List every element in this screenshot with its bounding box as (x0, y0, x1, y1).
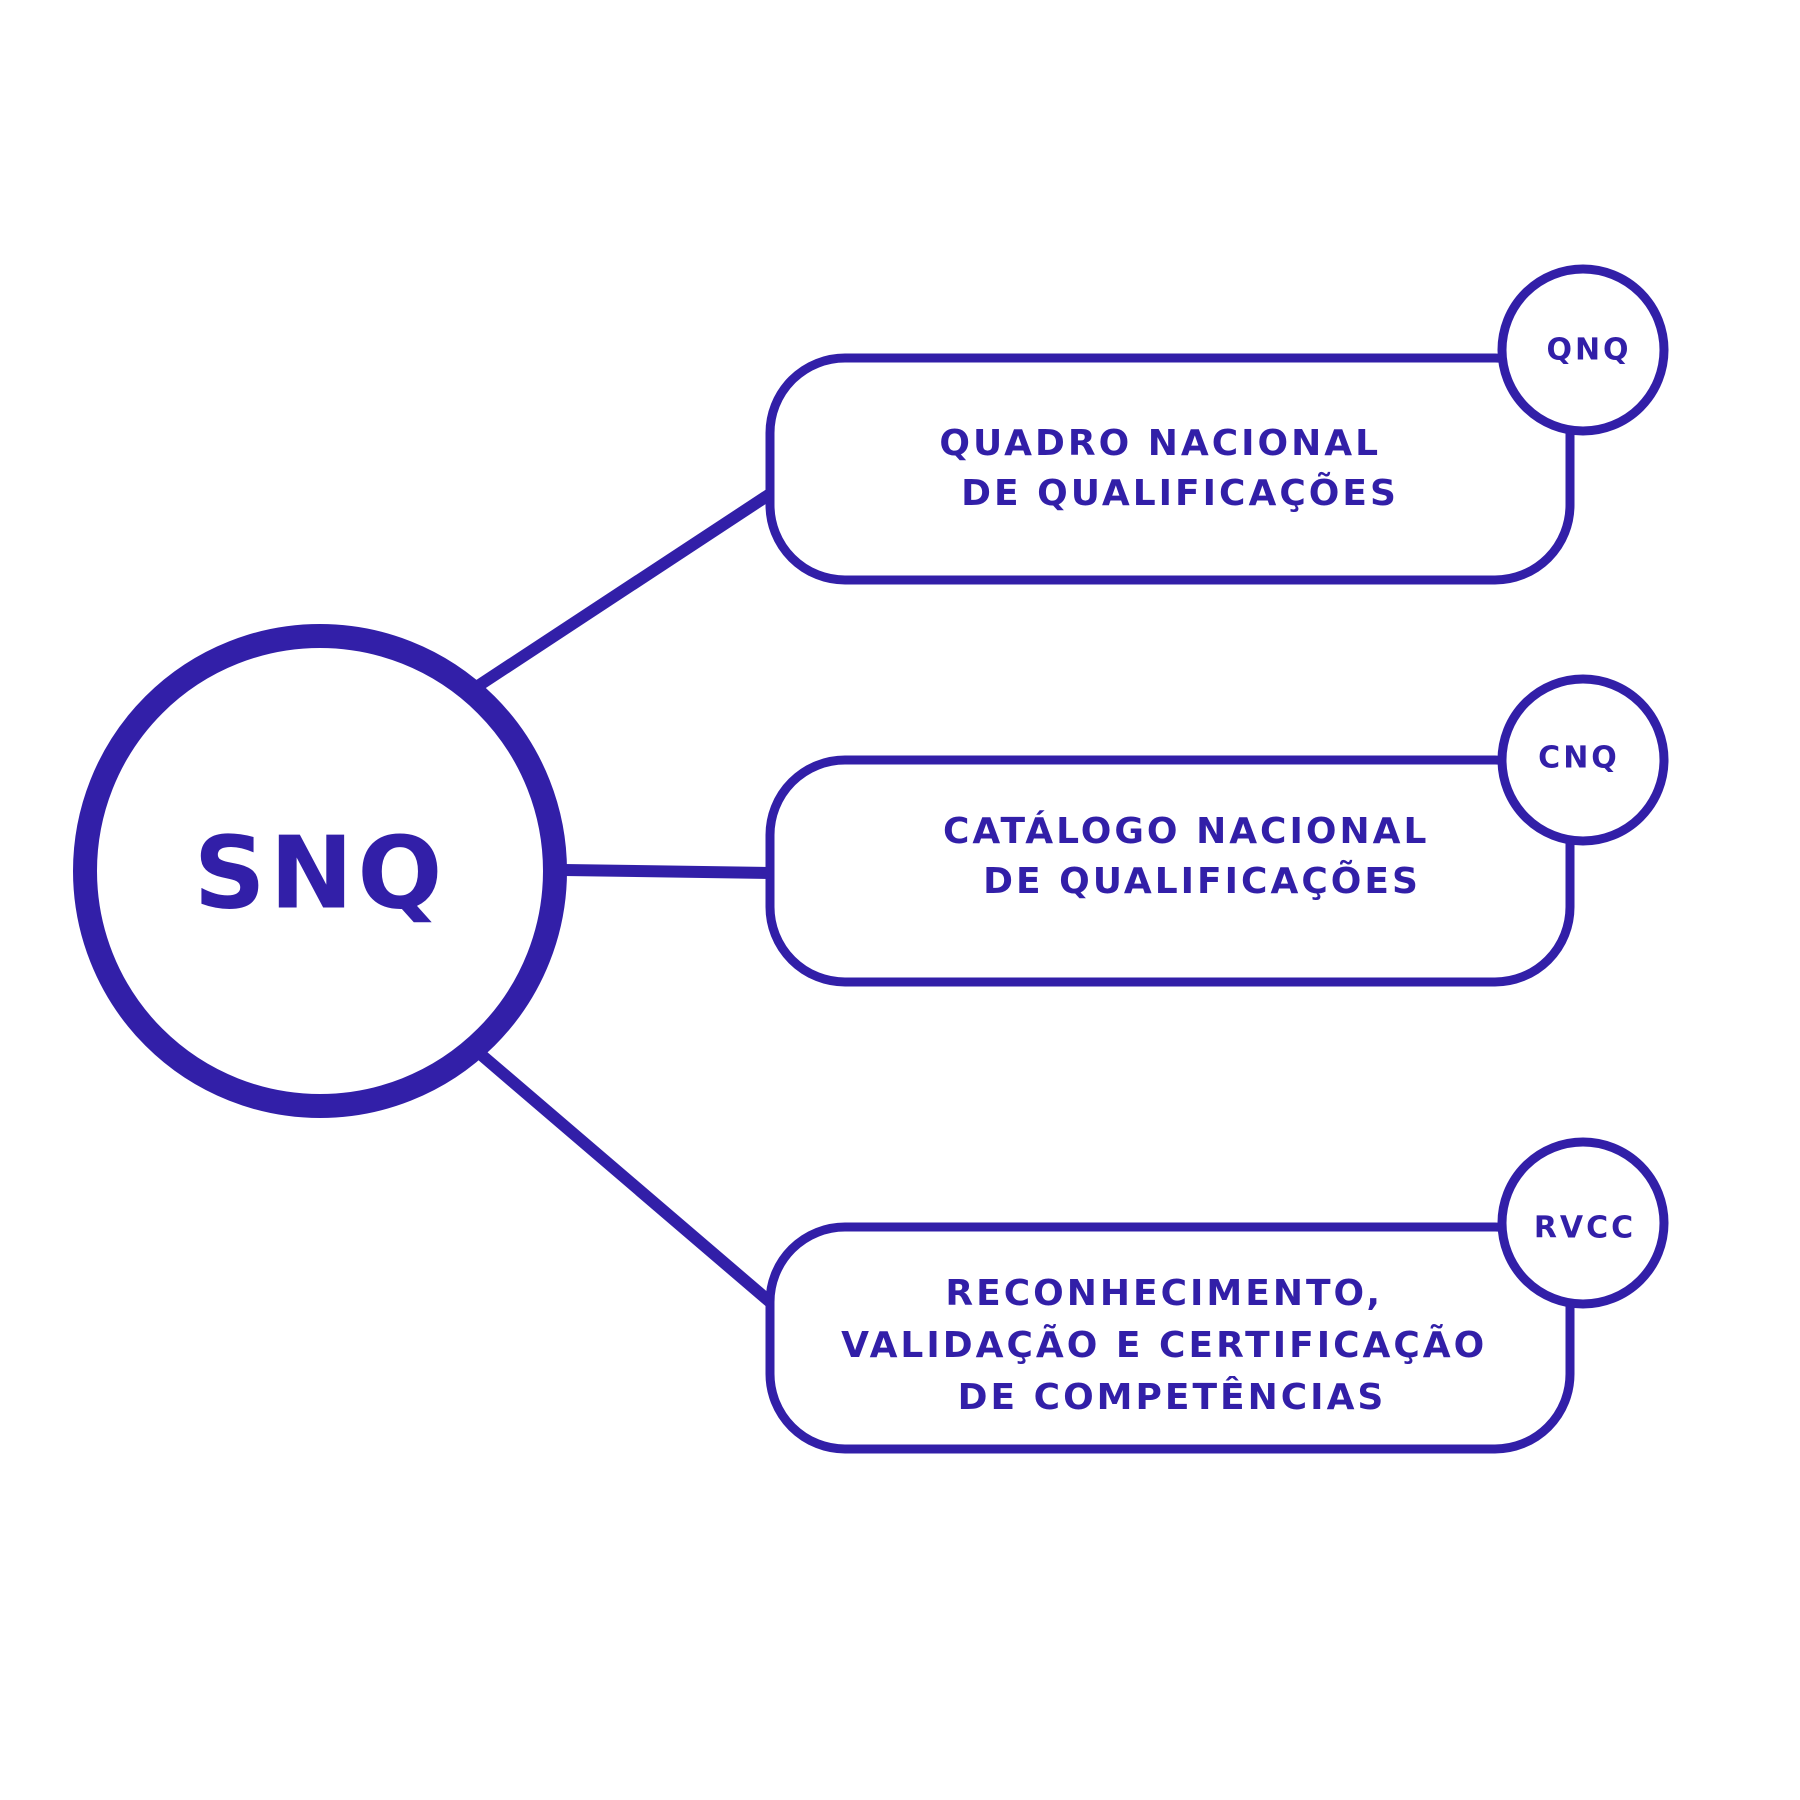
node-cnq-abbr: CNQ (1538, 741, 1620, 776)
connector-rvcc (474, 1047, 774, 1307)
connectors (474, 488, 774, 1307)
node-rvcc-badge (1497, 1137, 1669, 1309)
node-rvcc-title-line-1: RECONHECIMENTO, (945, 1273, 1383, 1314)
node-cnq-title-line-2: DE QUALIFICAÇÕES (983, 860, 1421, 902)
node-qnq-badge (1497, 264, 1669, 436)
hub-circle (73, 624, 567, 1118)
node-qnq-box (765, 353, 1575, 585)
node-qnq: QUADRO NACIONAL DE QUALIFICAÇÕES QNQ (765, 264, 1669, 585)
node-qnq-abbr: QNQ (1546, 333, 1631, 368)
node-rvcc-title: RECONHECIMENTO, VALIDAÇÃO E CERTIFICAÇÃO… (841, 1273, 1503, 1418)
node-rvcc-title-line-2: VALIDAÇÃO E CERTIFICAÇÃO (841, 1324, 1487, 1366)
node-rvcc-title-line-3: DE COMPETÊNCIAS (958, 1376, 1387, 1418)
node-rvcc-abbr: RVCC (1534, 1211, 1636, 1246)
node-cnq-box (765, 755, 1575, 987)
node-cnq-title: CATÁLOGO NACIONAL DE QUALIFICAÇÕES (943, 810, 1445, 902)
node-qnq-title: QUADRO NACIONAL DE QUALIFICAÇÕES (939, 423, 1398, 514)
hub-label: SNQ (194, 815, 447, 932)
node-rvcc-box (765, 1222, 1575, 1454)
node-qnq-title-line-1: QUADRO NACIONAL (939, 423, 1381, 464)
node-qnq-title-line-2: DE QUALIFICAÇÕES (961, 472, 1399, 514)
node-rvcc: RECONHECIMENTO, VALIDAÇÃO E CERTIFICAÇÃO… (765, 1137, 1669, 1454)
connector-qnq (474, 488, 774, 692)
node-cnq: CATÁLOGO NACIONAL DE QUALIFICAÇÕES CNQ (765, 674, 1669, 987)
node-cnq-badge (1497, 674, 1669, 846)
hub-node: SNQ (73, 624, 567, 1118)
node-cnq-title-line-1: CATÁLOGO NACIONAL (943, 810, 1429, 852)
connector-cnq (563, 864, 771, 879)
